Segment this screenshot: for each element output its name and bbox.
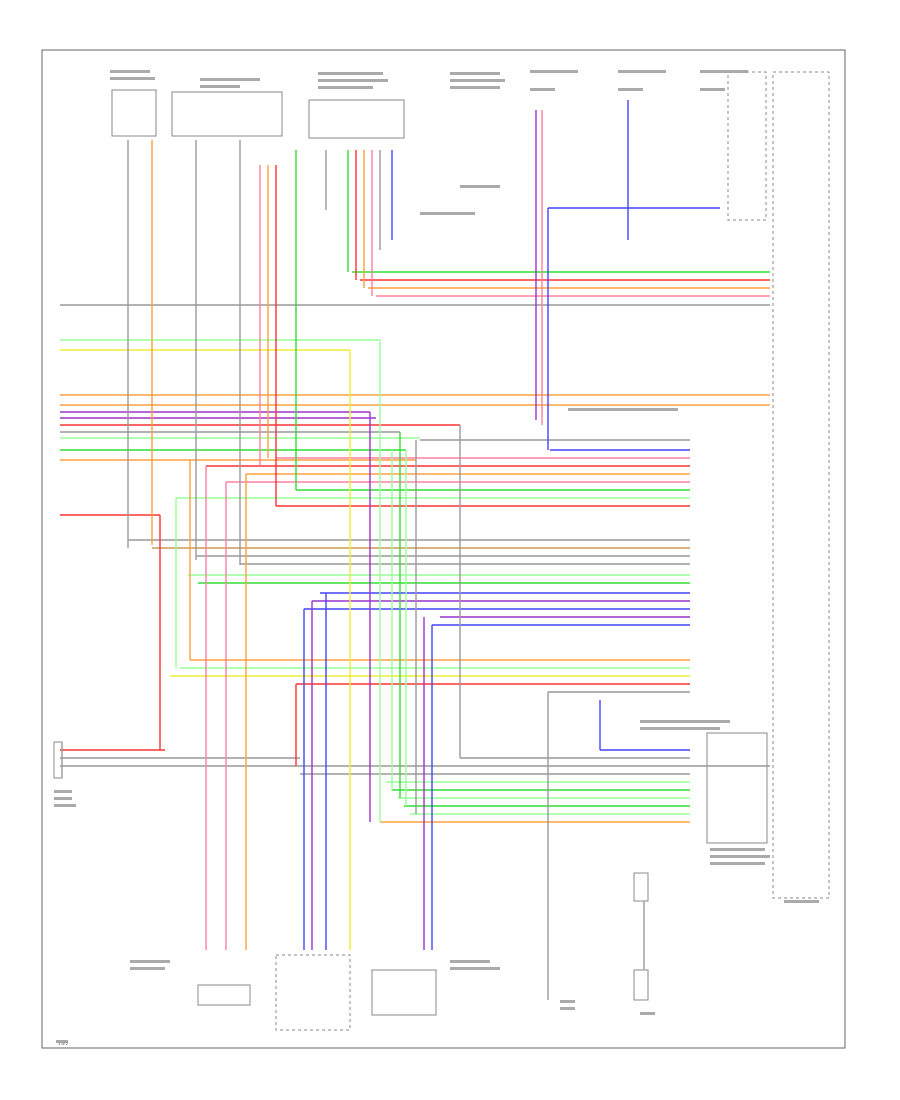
bottom-switch-1 — [197, 984, 251, 1006]
bottom-switch-2 — [275, 954, 351, 1031]
module-boundary-right — [772, 71, 830, 899]
module-box-lower — [706, 732, 768, 844]
module-boundary-inner — [727, 71, 767, 221]
connector-box-lower-1 — [633, 872, 649, 902]
diagram-frame — [41, 49, 846, 1049]
connector-box-lower-2 — [633, 969, 649, 1001]
wire-group — [60, 100, 770, 1000]
switch-box-3 — [308, 99, 405, 139]
switch-box-2 — [171, 91, 283, 137]
switch-box-1 — [111, 89, 157, 137]
page-reference: 1 of 2 — [58, 1041, 69, 1046]
bottom-switch-3 — [371, 969, 437, 1016]
left-connector — [53, 741, 63, 779]
label-markers — [54, 70, 819, 1043]
